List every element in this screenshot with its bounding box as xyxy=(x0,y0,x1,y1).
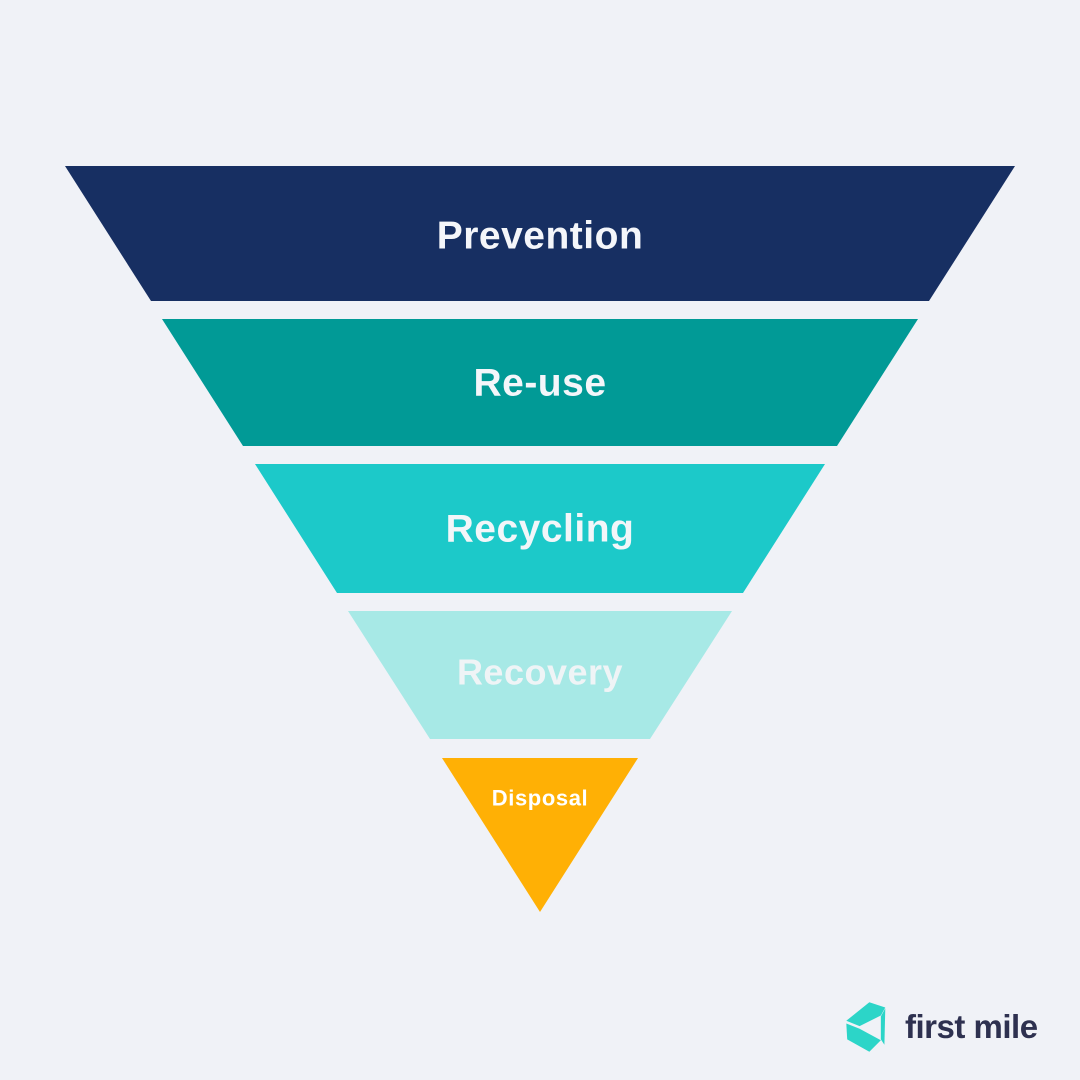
funnel-band-recycling xyxy=(255,464,825,593)
funnel-band-reuse xyxy=(162,319,918,446)
funnel-level-prevention: Prevention xyxy=(65,166,1015,301)
funnel-label-prevention: Prevention xyxy=(437,215,644,258)
funnel-band-disposal xyxy=(442,758,638,912)
funnel-label-recycling: Recycling xyxy=(446,508,635,551)
funnel-label-recovery: Recovery xyxy=(457,652,623,693)
funnel-band-recovery xyxy=(348,611,732,739)
firstmile-cube-icon xyxy=(846,1002,886,1052)
funnel-level-disposal: Disposal xyxy=(442,758,638,912)
logo-icon-bottom-face xyxy=(846,1023,881,1052)
funnel-level-reuse: Re-use xyxy=(162,319,918,446)
logo-icon-top-face xyxy=(846,1002,886,1027)
firstmile-wordmark: first mile xyxy=(905,1008,1038,1045)
funnel-level-recycling: Recycling xyxy=(255,464,825,593)
funnel-label-disposal: Disposal xyxy=(492,786,589,811)
firstmile-logo: first mile xyxy=(846,1002,1038,1052)
funnel-band-prevention xyxy=(65,166,1015,301)
funnel-level-recovery: Recovery xyxy=(348,611,732,739)
logo-icon-right-face xyxy=(880,1008,886,1045)
funnel-label-reuse: Re-use xyxy=(473,362,606,405)
